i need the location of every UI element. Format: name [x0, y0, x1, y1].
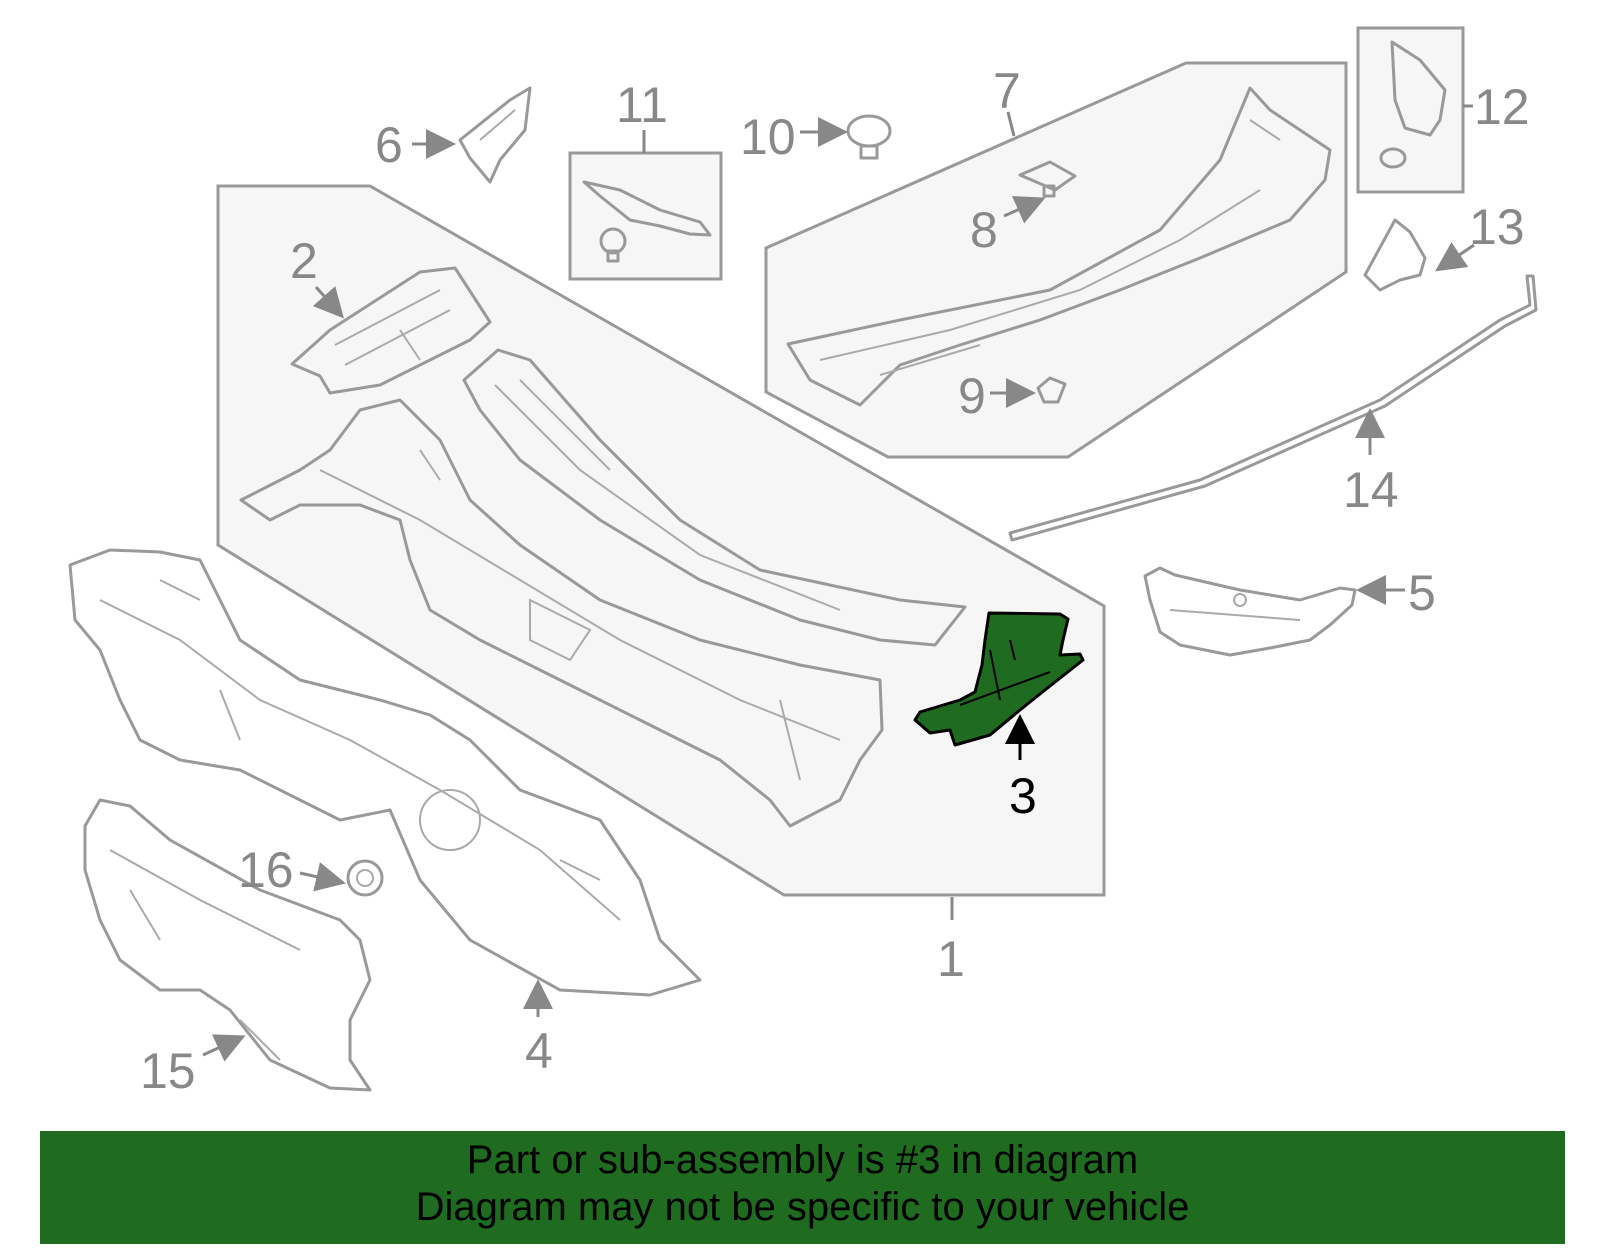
- leader-15: [202, 1034, 246, 1062]
- leader-8: [1003, 196, 1046, 224]
- leader-13: [1435, 242, 1475, 272]
- callout-6: 6: [375, 117, 403, 173]
- assembly-box-11: [568, 151, 723, 281]
- leader-2: [312, 286, 344, 319]
- callout-13: 13: [1469, 199, 1525, 255]
- callout-1: 1: [937, 931, 965, 987]
- part-6-bracket: [458, 86, 532, 184]
- part-13-bracket: [1363, 218, 1427, 292]
- part-15-insulator: [83, 798, 372, 1092]
- callout-2: 2: [290, 233, 318, 289]
- part-1-cowl-upper: [462, 348, 967, 647]
- callout-16: 16: [238, 842, 294, 898]
- part-2-bracket: [290, 266, 492, 395]
- part-12-bracket: [1379, 40, 1447, 169]
- part-11-items: [582, 180, 712, 263]
- part-8-cap: [1018, 160, 1077, 198]
- info-banner: Part or sub-assembly is #3 in diagram Di…: [40, 1131, 1565, 1244]
- part-14-seal: [1008, 274, 1538, 542]
- callout-8: 8: [970, 202, 998, 258]
- part-1-cowl-main: [239, 398, 884, 828]
- part-5-bracket: [1143, 566, 1357, 657]
- part-9-clip: [1036, 376, 1067, 404]
- callout-7: 7: [993, 63, 1021, 119]
- banner-line-1: Part or sub-assembly is #3 in diagram: [466, 1138, 1139, 1182]
- assembly-box-7: [764, 61, 1348, 459]
- callout-11: 11: [616, 77, 668, 133]
- banner-line-2: Diagram may not be specific to your vehi…: [415, 1185, 1190, 1229]
- leader-16: [299, 862, 346, 892]
- callout-10: 10: [740, 109, 796, 165]
- part-16-grommet: [346, 859, 384, 897]
- part-3-highlighted: [913, 611, 1085, 747]
- part-4-dash-panel: [68, 548, 702, 997]
- callout-3: 3: [1009, 768, 1037, 824]
- leader-7: [1006, 111, 1016, 137]
- callout-15: 15: [140, 1043, 196, 1099]
- part-10-clip: [846, 114, 892, 160]
- callout-12: 12: [1474, 79, 1530, 135]
- callout-14: 14: [1343, 462, 1399, 518]
- part-7-cowl-top: [786, 86, 1332, 407]
- callout-4: 4: [525, 1023, 553, 1079]
- callout-5: 5: [1408, 565, 1436, 621]
- part-3-shape: [913, 611, 1085, 747]
- callout-9: 9: [958, 368, 986, 424]
